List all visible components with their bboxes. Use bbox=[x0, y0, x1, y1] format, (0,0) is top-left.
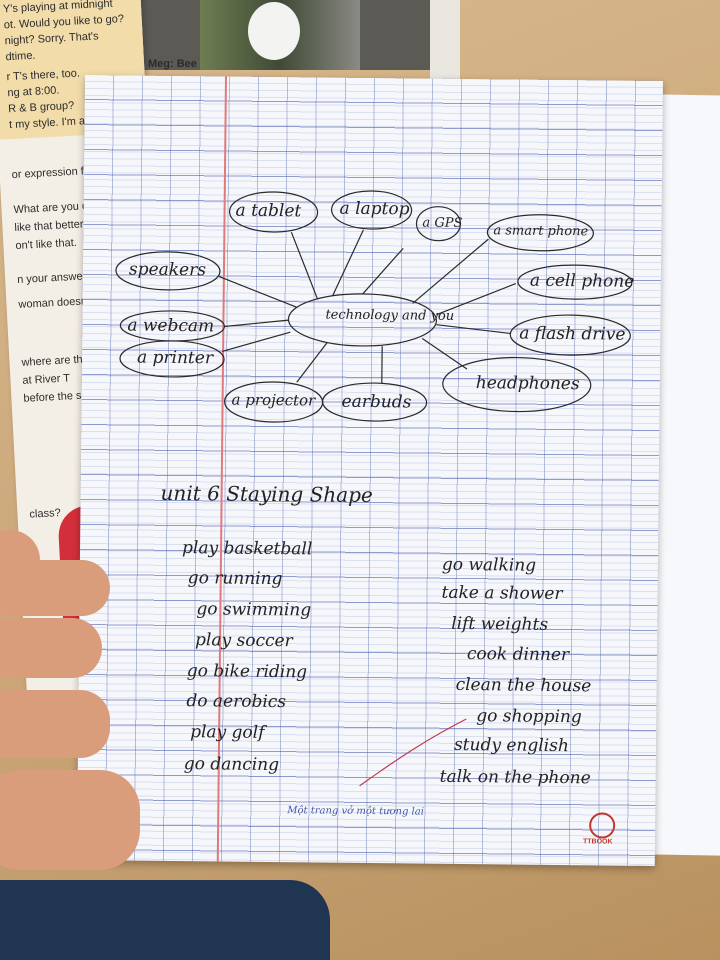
mindmap-node: a cell phone bbox=[529, 270, 635, 292]
activity-right: lift weights bbox=[451, 613, 549, 635]
textbook-line: dtime. bbox=[5, 49, 36, 64]
activity-right: go shopping bbox=[476, 706, 582, 728]
mindmap-node: a printer bbox=[136, 347, 214, 369]
textbook-line: like that better. bbox=[14, 218, 87, 235]
notebook-page: technology and you a tablet a laptop a G… bbox=[76, 75, 663, 867]
unit-title: unit 6 Staying Shape bbox=[160, 480, 373, 508]
textbook-line: n your answer. bbox=[16, 270, 89, 286]
mindmap-node: a tablet bbox=[235, 200, 302, 222]
mindmap-node: a projector bbox=[231, 390, 316, 410]
finger-ring bbox=[0, 690, 110, 758]
mindmap-lines bbox=[115, 190, 633, 787]
activity-left: do aerobics bbox=[186, 691, 287, 713]
activity-left: go dancing bbox=[183, 754, 280, 776]
mindmap-node: speakers bbox=[128, 259, 207, 281]
activity-left: go swimming bbox=[196, 599, 312, 621]
mindmap-node: a flash drive bbox=[519, 323, 626, 345]
book-edge bbox=[430, 0, 460, 80]
activity-right: clean the house bbox=[455, 674, 592, 697]
activity-left: play soccer bbox=[194, 630, 293, 652]
earbud-image bbox=[248, 2, 300, 60]
ttbook-logo-text: TTBOOK bbox=[582, 838, 613, 846]
blue-fabric bbox=[0, 880, 330, 960]
finger-middle bbox=[0, 618, 102, 678]
mindmap-node: a GPS bbox=[422, 215, 463, 231]
textbook-line: at River T bbox=[22, 372, 71, 387]
mindmap-node: a webcam bbox=[127, 315, 215, 337]
footer-slogan: Một trang vở một tương lai bbox=[287, 805, 425, 818]
textbook-line: on't like that. bbox=[15, 236, 78, 253]
mindmap-node: a laptop bbox=[339, 198, 410, 220]
activity-left: play golf bbox=[190, 722, 265, 743]
textbook-line: class? bbox=[29, 507, 61, 521]
mindmap-node: earbuds bbox=[341, 391, 412, 413]
mindmap-center: technology and you bbox=[325, 307, 455, 324]
textbook-meg: Meg: Bee bbox=[148, 58, 197, 70]
activity-right: cook dinner bbox=[466, 644, 570, 666]
activity-right: study english bbox=[453, 734, 569, 757]
activity-left: play basketball bbox=[181, 538, 313, 560]
activity-right: go walking bbox=[441, 554, 537, 576]
mindmap-node: a smart phone bbox=[493, 223, 589, 240]
activity-right: talk on the phone bbox=[439, 766, 591, 789]
activity-left: go bike riding bbox=[186, 661, 308, 683]
activity-right: take a shower bbox=[441, 582, 563, 605]
finger-index bbox=[0, 560, 110, 616]
palm bbox=[0, 770, 140, 870]
mindmap-node: headphones bbox=[475, 373, 580, 395]
activity-left: go running bbox=[187, 568, 283, 590]
ttbook-logo-icon bbox=[589, 812, 616, 839]
